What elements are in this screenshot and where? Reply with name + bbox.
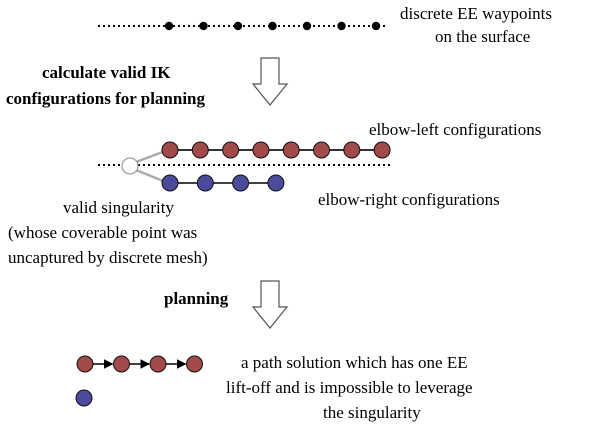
waypoint-dot bbox=[233, 21, 243, 31]
liftoff-node bbox=[75, 389, 93, 407]
path-node bbox=[186, 355, 203, 373]
elbow-left-node bbox=[373, 141, 391, 159]
elbow-left-label: elbow-left configurations bbox=[369, 120, 541, 139]
elbow-right-label: elbow-right configurations bbox=[318, 190, 500, 209]
elbow-right-node bbox=[196, 174, 214, 192]
elbow-left-node bbox=[222, 141, 240, 159]
elbow-right-node bbox=[161, 174, 179, 192]
planning-step-label: planning bbox=[164, 289, 229, 308]
path-solution-chain bbox=[76, 355, 203, 373]
waypoint-dot bbox=[371, 21, 381, 31]
waypoint-dot bbox=[164, 21, 174, 31]
waypoint-dot bbox=[268, 21, 277, 31]
ik-step-label-line2: configurations for planning bbox=[6, 89, 206, 108]
waypoint-dot bbox=[302, 21, 312, 31]
path-node bbox=[113, 355, 130, 373]
path-node bbox=[149, 355, 167, 373]
singularity-node bbox=[121, 157, 139, 175]
planning-step-arrow bbox=[251, 280, 289, 329]
ik-step-arrow bbox=[251, 57, 289, 106]
elbow-left-node bbox=[343, 141, 361, 159]
waypoints-group bbox=[164, 21, 381, 31]
path-label-line2: lift-off and is impossible to leverage bbox=[226, 378, 473, 397]
elbow-left-node bbox=[191, 141, 209, 159]
elbow-right-chain bbox=[161, 174, 285, 192]
elbow-left-chain bbox=[161, 141, 391, 159]
waypoint-dot bbox=[337, 21, 346, 31]
path-label-line3: the singularity bbox=[323, 403, 421, 422]
singularity-label-line1: valid singularity bbox=[63, 198, 174, 217]
waypoint-dot bbox=[199, 21, 208, 31]
elbow-right-node bbox=[267, 174, 285, 192]
elbow-left-node bbox=[313, 141, 330, 159]
ik-step-label-line1: calculate valid IK bbox=[42, 63, 171, 82]
singularity-label-line2: (whose coverable point was bbox=[8, 223, 197, 242]
elbow-left-node bbox=[282, 141, 300, 159]
path-node bbox=[76, 355, 94, 373]
elbow-right-node bbox=[232, 174, 250, 192]
path-label-line1: a path solution which has one EE bbox=[241, 353, 468, 372]
waypoints-label-line2: on the surface bbox=[435, 27, 530, 46]
elbow-left-node bbox=[252, 141, 270, 159]
waypoints-label-line1: discrete EE waypoints bbox=[400, 4, 552, 23]
elbow-left-node bbox=[161, 141, 179, 159]
singularity-label-line3: uncaptured by discrete mesh) bbox=[8, 248, 208, 267]
